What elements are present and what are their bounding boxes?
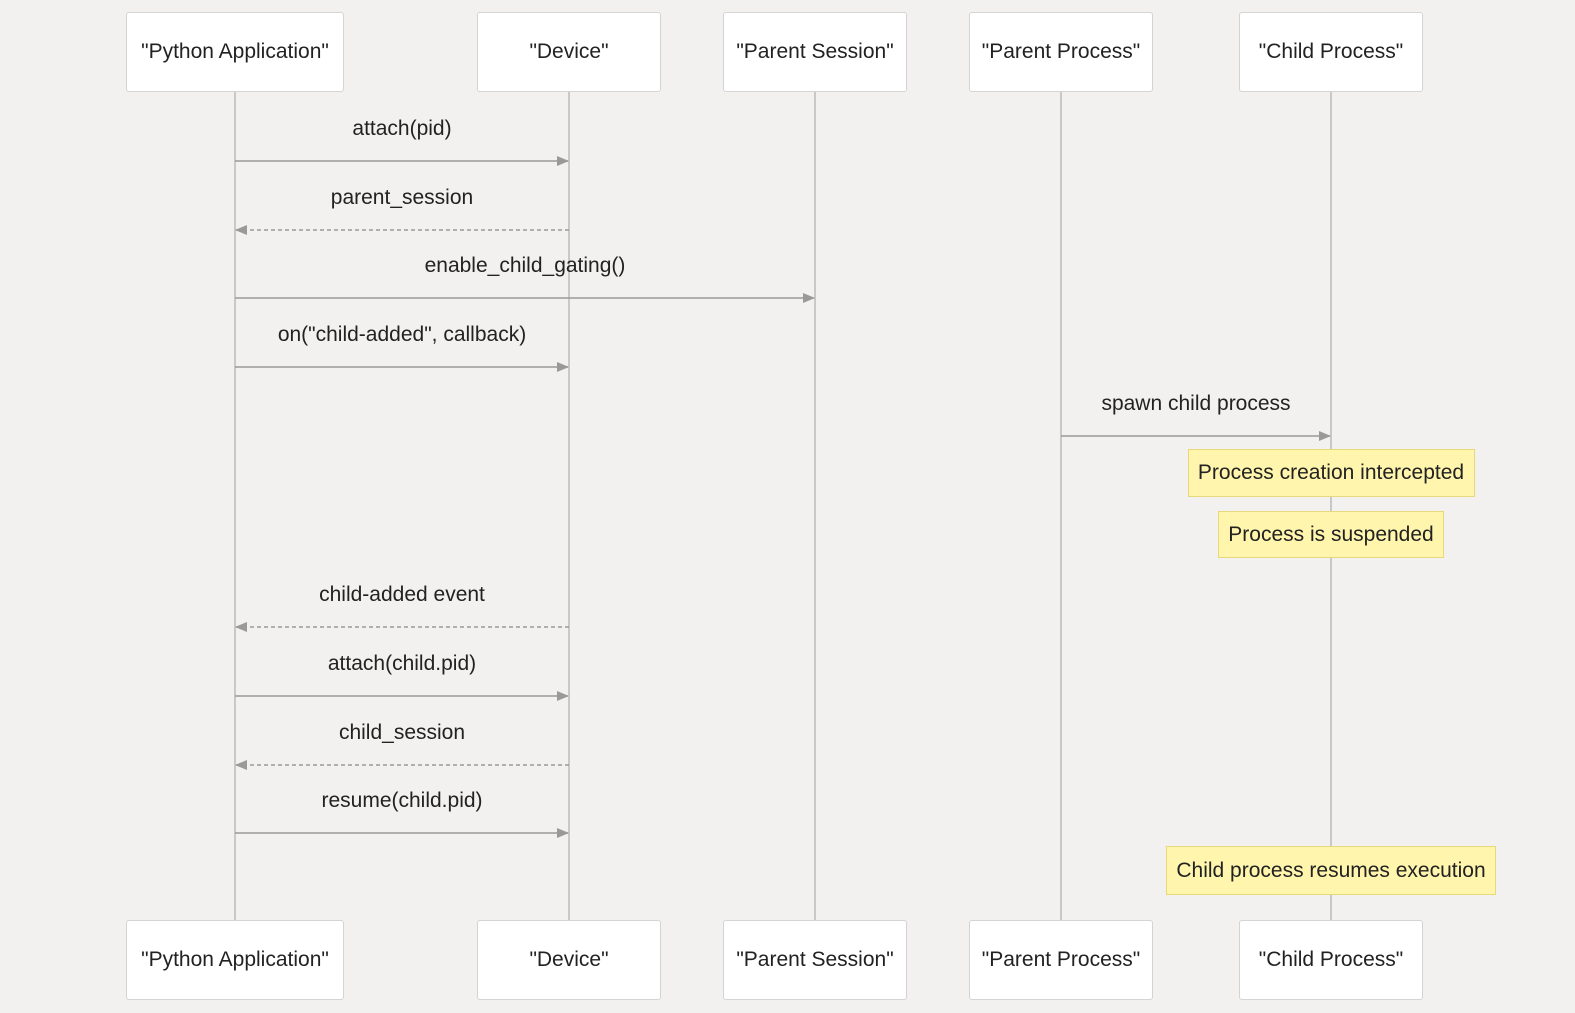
participant-device-bottom: "Device": [477, 920, 661, 1000]
message-label-2: parent_session: [330, 186, 474, 209]
message-label-8: child_session: [338, 721, 466, 744]
participant-child-process-top: "Child Process": [1239, 12, 1423, 92]
participant-python-top: "Python Application": [126, 12, 344, 92]
message-label-7: attach(child.pid): [327, 652, 477, 675]
participant-parent-process-top: "Parent Process": [969, 12, 1153, 92]
note-2: Process is suspended: [1218, 511, 1444, 558]
note-3: Child process resumes execution: [1166, 846, 1496, 895]
participant-device-top: "Device": [477, 12, 661, 92]
note-1: Process creation intercepted: [1187, 449, 1475, 497]
message-label-4: on("child-added", callback): [277, 323, 527, 346]
participant-parent-session-top: "Parent Session": [723, 12, 907, 92]
message-label-1: attach(pid): [352, 117, 452, 140]
message-label-5: spawn child process: [1101, 392, 1291, 415]
message-label-3: enable_child_gating(): [424, 254, 626, 277]
message-label-6: child-added event: [319, 583, 485, 606]
participant-child-process-bottom: "Child Process": [1239, 920, 1423, 1000]
participant-parent-process-bottom: "Parent Process": [969, 920, 1153, 1000]
participant-python-bottom: "Python Application": [126, 920, 344, 1000]
message-label-9: resume(child.pid): [321, 789, 483, 812]
participant-parent-session-bottom: "Parent Session": [723, 920, 907, 1000]
